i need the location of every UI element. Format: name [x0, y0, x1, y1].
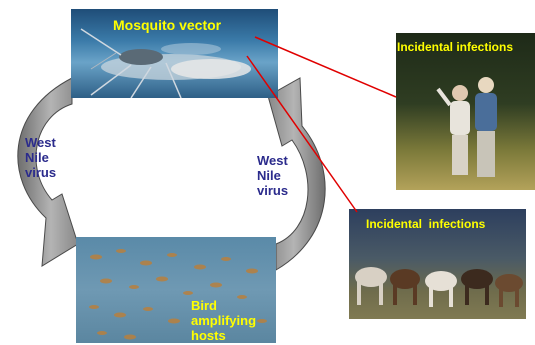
- horse-incidental-label: Incidental infections: [366, 217, 485, 232]
- right-arrow-line-2: Nile: [257, 168, 288, 183]
- right-arrow-line-3: virus: [257, 183, 288, 198]
- mosquito-vector-label: Mosquito vector: [113, 18, 221, 33]
- bird-label-line-1: Bird: [191, 298, 256, 313]
- right-arrow-label: West Nile virus: [257, 153, 288, 198]
- left-arrow-line-2: Nile: [25, 150, 56, 165]
- mosquito-vector-panel: Mosquito vector: [71, 9, 278, 98]
- left-arrow-line-3: virus: [25, 165, 56, 180]
- left-arrow-line-1: West: [25, 135, 56, 150]
- people-image: [396, 33, 535, 190]
- people-incidental-panel: Incidental infections: [396, 33, 535, 190]
- bird-hosts-panel: Bird amplifying hosts: [76, 237, 276, 343]
- people-incidental-label: Incidental infections: [397, 40, 513, 55]
- bird-hosts-label: Bird amplifying hosts: [191, 298, 256, 343]
- horse-incidental-panel: Incidental infections: [349, 209, 526, 319]
- left-arrow-label: West Nile virus: [25, 135, 56, 180]
- right-arrow-line-1: West: [257, 153, 288, 168]
- bird-label-line-3: hosts: [191, 328, 256, 343]
- bird-label-line-2: amplifying: [191, 313, 256, 328]
